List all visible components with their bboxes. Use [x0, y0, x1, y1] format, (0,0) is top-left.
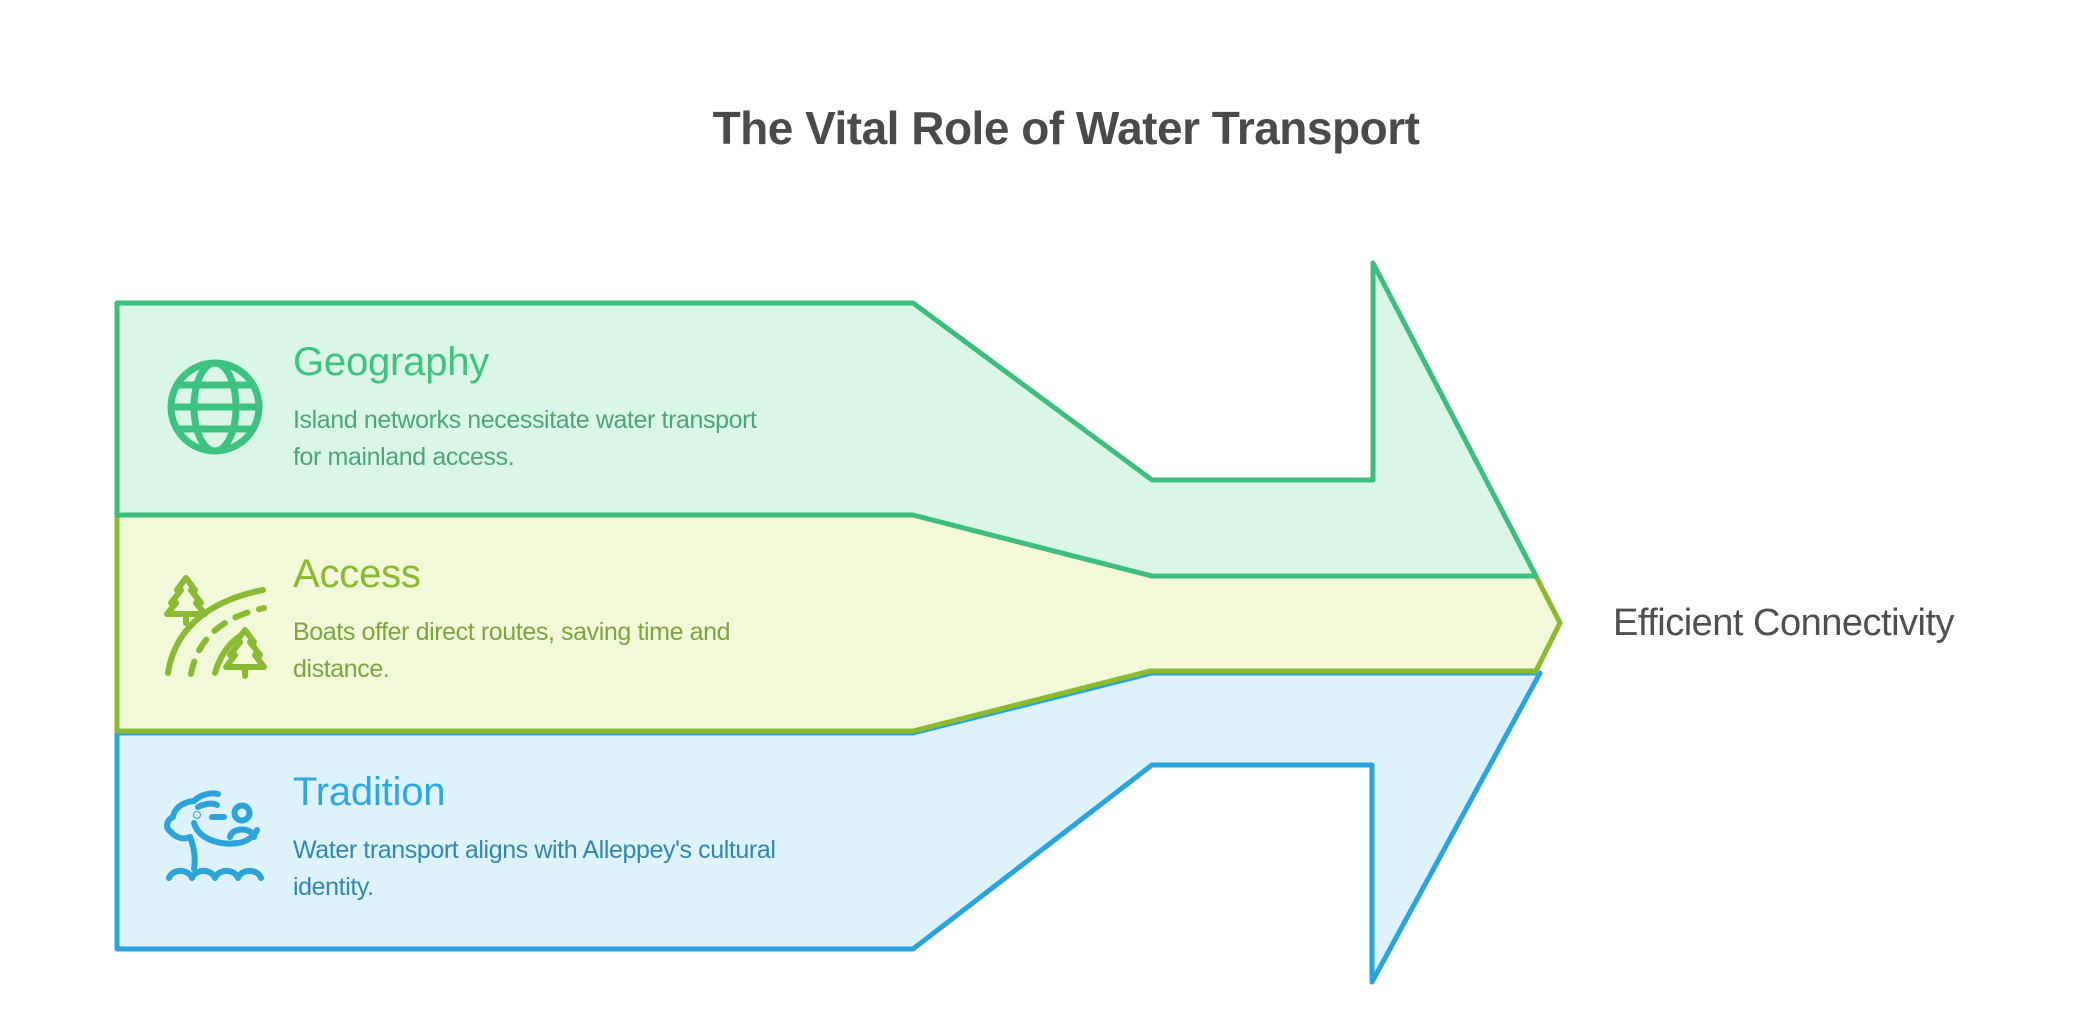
result-label: Efficient Connectivity — [1613, 602, 1955, 644]
page-title: The Vital Role of Water Transport — [712, 102, 1420, 154]
dragon-boat-icon — [164, 790, 264, 881]
tradition-desc-line-1: Water transport aligns with Alleppey's c… — [293, 836, 776, 864]
geography-desc-line-2: for mainland access. — [293, 443, 515, 471]
geography-desc-line-1: Island networks necessitate water transp… — [293, 406, 757, 434]
tradition-band-title: Tradition — [293, 770, 446, 814]
access-band-title: Access — [293, 552, 421, 596]
geography-band-shape — [114, 260, 1539, 579]
globe-icon — [167, 359, 263, 455]
access-desc-line-1: Boats offer direct routes, saving time a… — [293, 618, 731, 646]
access-band-description: Boats offer direct routes, saving time a… — [293, 614, 731, 688]
tradition-band-description: Water transport aligns with Alleppey's c… — [293, 832, 776, 906]
access-desc-line-2: distance. — [293, 655, 390, 683]
tradition-desc-line-2: identity. — [293, 873, 374, 901]
geography-band-description: Island networks necessitate water transp… — [293, 402, 757, 476]
geography-band-title: Geography — [293, 340, 490, 384]
road-with-trees-icon — [164, 575, 267, 679]
